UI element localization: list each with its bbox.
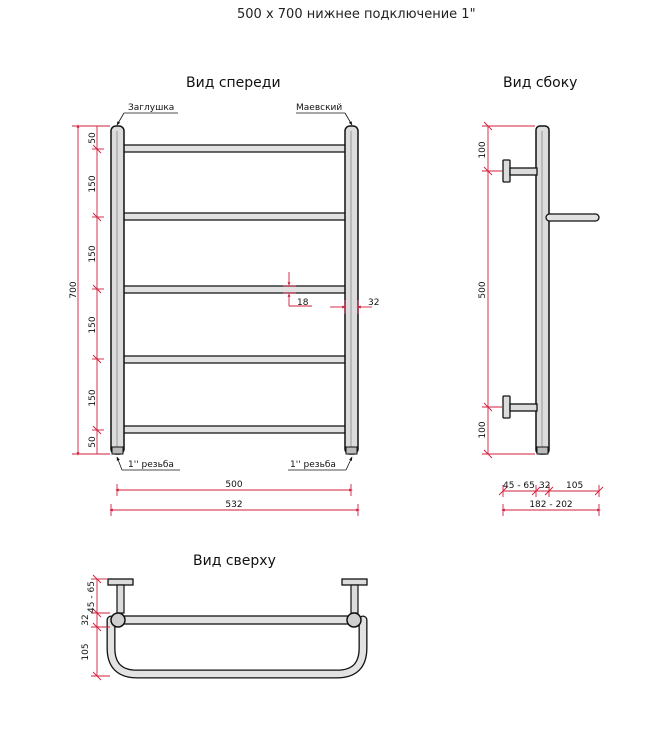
dim-seg-3: 150 bbox=[88, 245, 98, 262]
page-title: 500 х 700 нижнее подключение 1" bbox=[237, 7, 476, 22]
side-bracket-bottom bbox=[502, 395, 538, 419]
front-detail-dims bbox=[283, 272, 372, 314]
dim-total-height: 700 bbox=[69, 281, 79, 298]
front-horizontal-dims bbox=[109, 484, 360, 516]
side-vertical-dims bbox=[482, 121, 535, 459]
front-view: Заглушка Маевский 1'' резьба 1'' резьба … bbox=[69, 103, 379, 516]
dim-side-bottom: 100 bbox=[478, 421, 488, 438]
dim-top-wall-gap: 45 - 65 bbox=[87, 581, 97, 613]
dim-side-span: 500 bbox=[478, 281, 488, 298]
side-rung bbox=[545, 213, 600, 222]
top-wallplate-right bbox=[341, 578, 368, 586]
dim-total-width: 532 bbox=[225, 500, 242, 510]
rung-5 bbox=[117, 425, 351, 434]
rungs bbox=[111, 144, 357, 434]
dim-seg-1: 50 bbox=[88, 132, 98, 144]
dim-pipe-diameter: 18 bbox=[297, 298, 309, 308]
top-riser-left bbox=[110, 612, 126, 628]
rung-2 bbox=[111, 212, 357, 221]
top-vertical-dims bbox=[91, 574, 110, 681]
top-view-title: Вид сверху bbox=[193, 553, 276, 569]
rung-4 bbox=[117, 355, 351, 364]
rung-1 bbox=[117, 144, 351, 153]
dim-side-depth: 105 bbox=[566, 481, 583, 491]
dim-riser-diameter: 32 bbox=[368, 298, 379, 308]
label-thread-left: 1'' резьба bbox=[128, 460, 174, 470]
side-view: 100 500 100 45 - 65 32 105 182 - 202 bbox=[478, 121, 604, 516]
label-thread-right: 1'' резьба bbox=[290, 460, 336, 470]
front-vertical-dims bbox=[72, 124, 110, 456]
dim-seg-2: 150 bbox=[88, 175, 98, 192]
callouts bbox=[116, 112, 353, 471]
top-view: 45 - 65 32 105 bbox=[81, 574, 368, 681]
top-collector bbox=[117, 615, 353, 625]
dim-side-wall-gap: 45 - 65 bbox=[503, 481, 535, 491]
top-rung bbox=[106, 615, 368, 679]
rung-3 bbox=[117, 285, 351, 294]
dim-seg-6: 50 bbox=[88, 436, 98, 448]
risers bbox=[110, 125, 359, 455]
dim-top-depth: 105 bbox=[81, 643, 91, 660]
dim-side-top: 100 bbox=[478, 141, 488, 158]
dim-side-pipe: 32 bbox=[539, 481, 550, 491]
side-view-title: Вид сбоку bbox=[503, 75, 578, 91]
dim-seg-5: 150 bbox=[88, 389, 98, 406]
label-plug: Заглушка bbox=[128, 103, 174, 113]
dim-center-width: 500 bbox=[225, 480, 242, 490]
dim-side-total-depth: 182 - 202 bbox=[529, 500, 572, 510]
front-view-title: Вид спереди bbox=[186, 75, 281, 91]
dim-top-pipe: 32 bbox=[81, 614, 91, 625]
top-wallplate-left bbox=[107, 578, 134, 586]
label-mayevsky: Маевский bbox=[296, 103, 342, 113]
side-horizontal-dims bbox=[498, 485, 604, 516]
top-riser-right bbox=[346, 612, 362, 628]
side-bracket-top bbox=[502, 159, 538, 183]
dim-seg-4: 150 bbox=[88, 316, 98, 333]
